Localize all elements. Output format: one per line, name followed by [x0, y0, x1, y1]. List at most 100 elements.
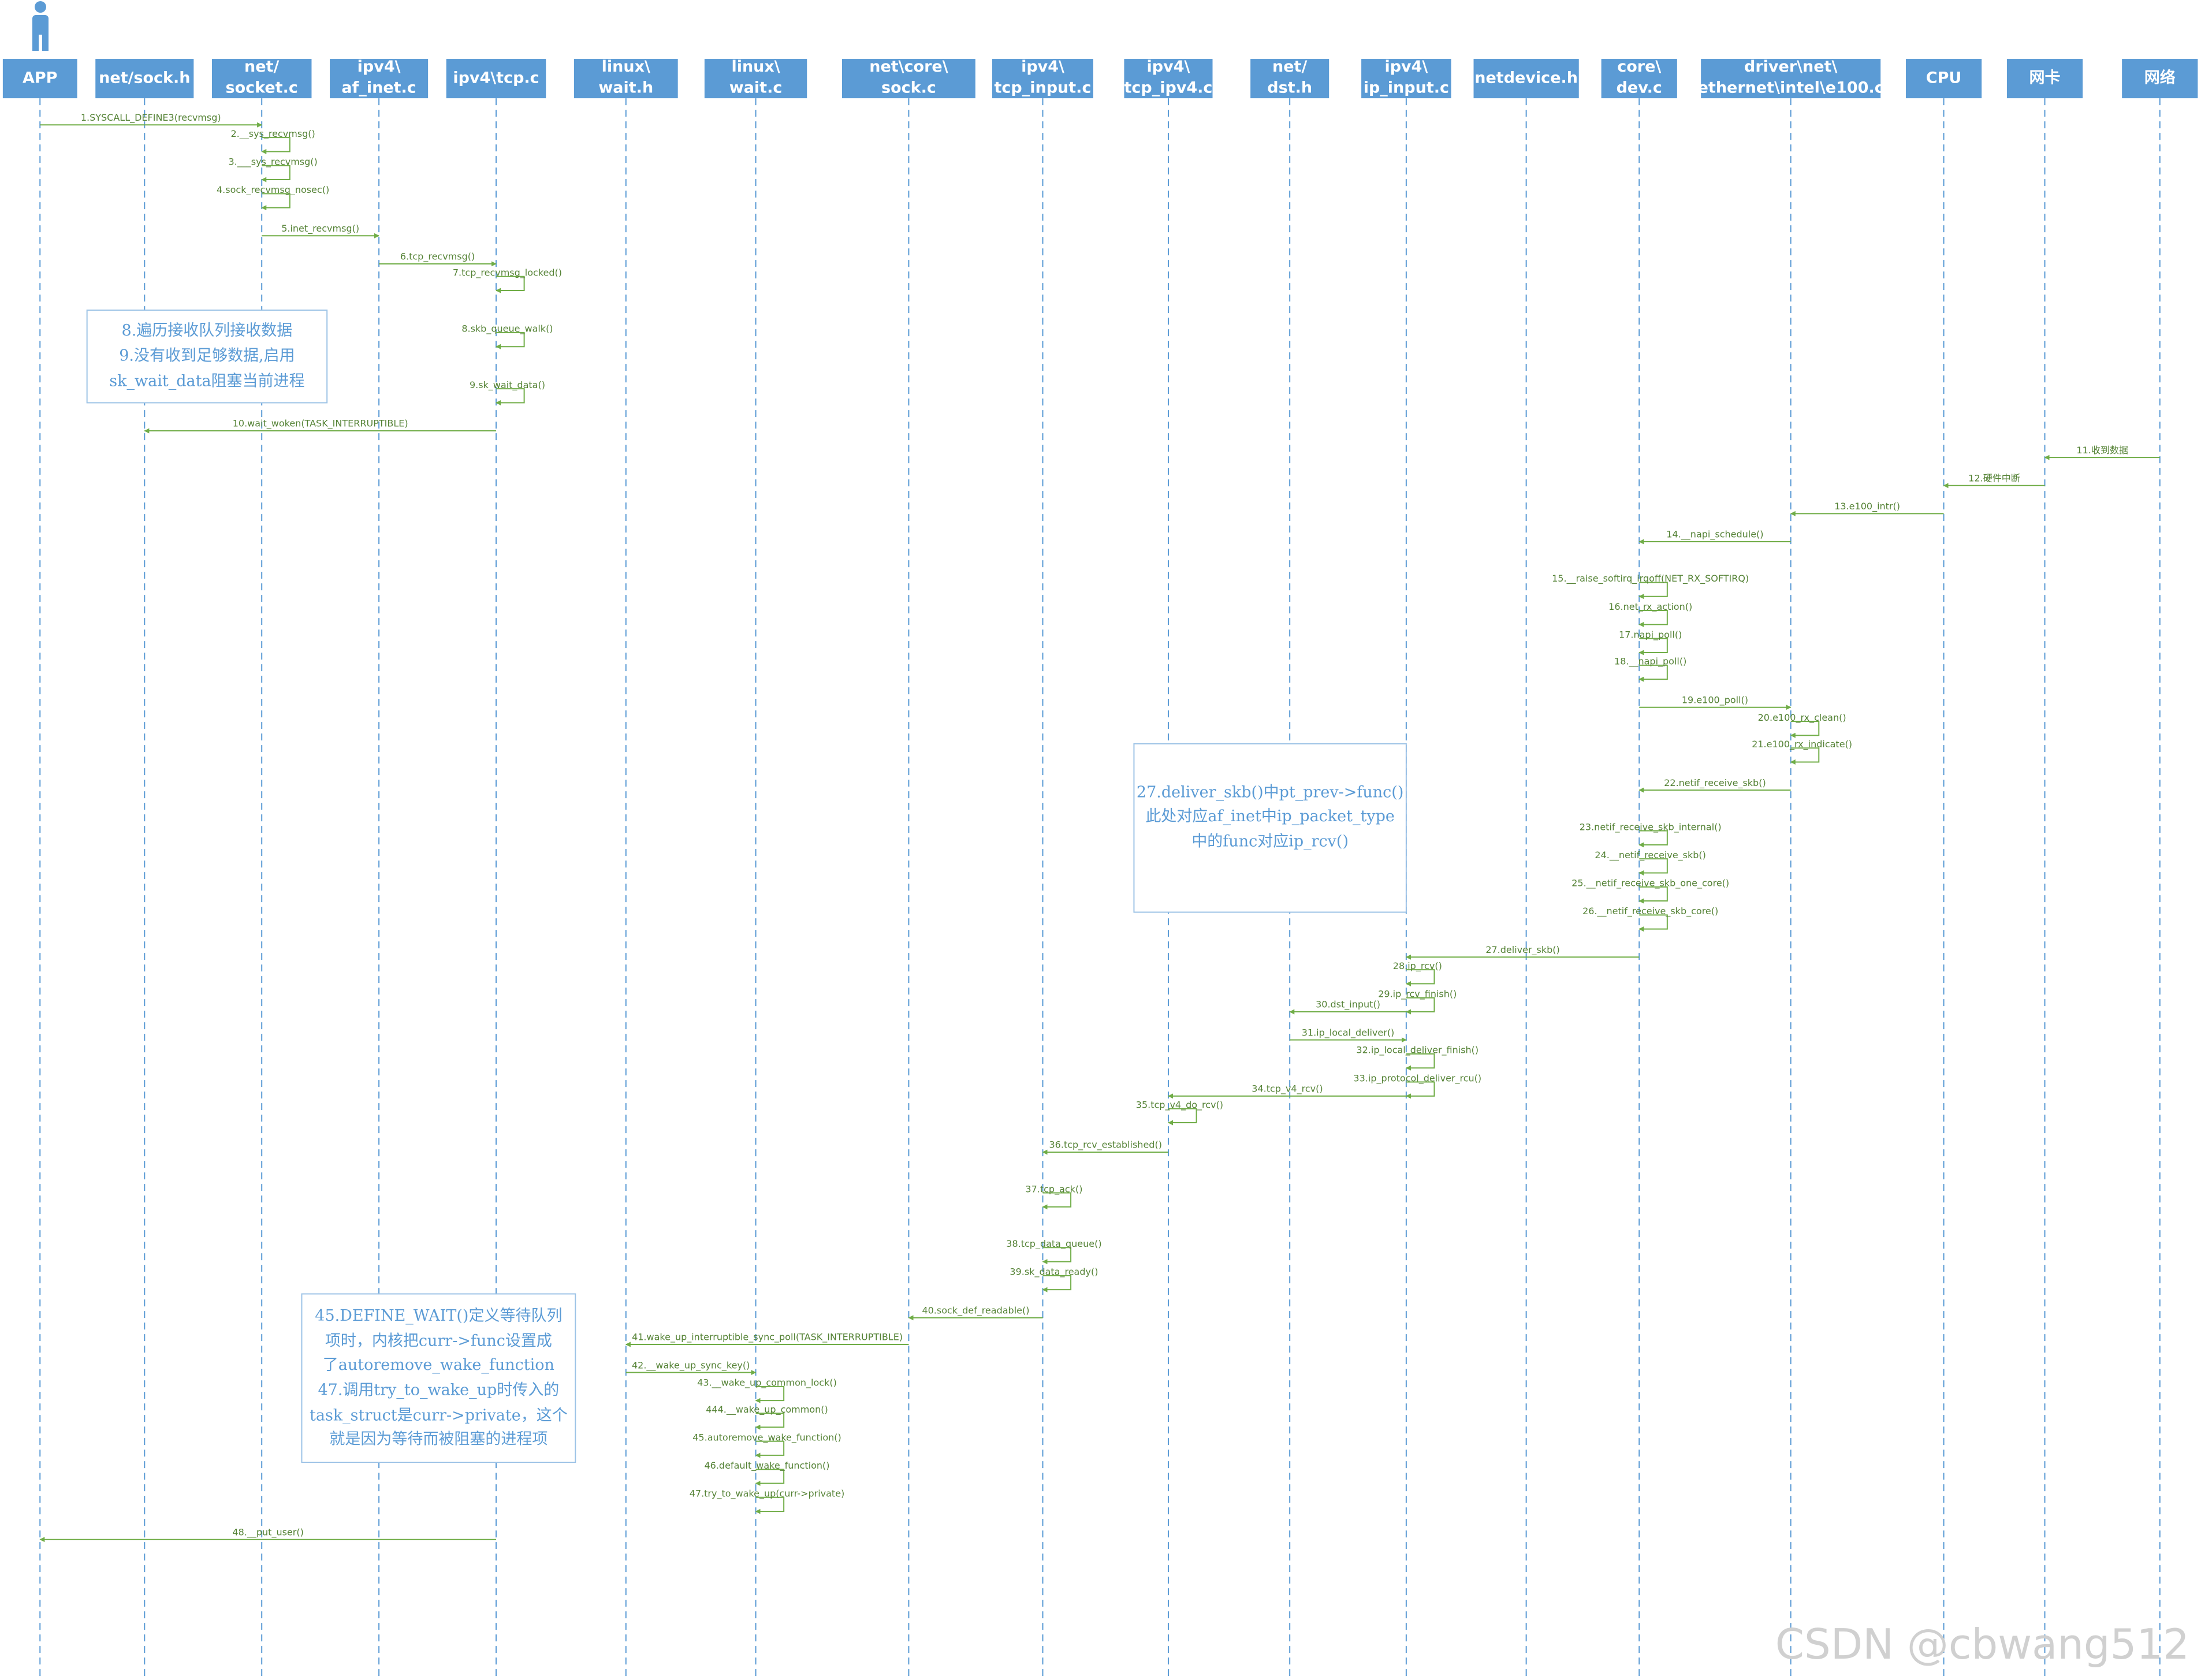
- message-label: 48.__put_user(): [232, 1526, 303, 1538]
- lane-label: net/: [244, 58, 279, 76]
- lane-label: APP: [23, 69, 57, 87]
- message-label: 39.sk_data_ready(): [1010, 1266, 1098, 1278]
- lane-header-app: APP: [2, 59, 77, 99]
- message-16: 16.net_rx_action(): [1608, 601, 1692, 627]
- lane-label: net/sock.h: [99, 69, 190, 87]
- message-arrow: [1790, 721, 1820, 738]
- message-45: 45.autoremove_wake_function(): [692, 1432, 841, 1458]
- watermark: CSDN @cbwang512: [1775, 1620, 2189, 1668]
- note-line: 了autoremove_wake_function: [323, 1356, 554, 1374]
- message-label: 12.硬件中断: [1968, 472, 2020, 483]
- message-label: 9.sk_wait_data(): [470, 379, 545, 391]
- note-line: 47.调用try_to_wake_up时传入的: [318, 1381, 559, 1399]
- message-23: 23.netif_receive_skb_internal(): [1580, 821, 1722, 848]
- message-label: 45.autoremove_wake_function(): [692, 1432, 841, 1443]
- message-label: 42.__wake_up_sync_key(): [632, 1359, 750, 1371]
- message-46: 46.default_wake_function(): [704, 1460, 830, 1487]
- lane-header-e100: driver\net\ethernet\intel\e100.c: [1698, 58, 1884, 99]
- notes: 8.遍历接收队列接收数据9.没有收到足够数据,启用sk_wait_data阻塞当…: [86, 310, 1407, 1463]
- message-label: 41.wake_up_interruptible_sync_poll(TASK_…: [632, 1332, 903, 1343]
- lane-label: af_inet.c: [341, 79, 416, 97]
- note-line: 项时，内核把curr->func设置成: [325, 1332, 552, 1350]
- lane-label: 网卡: [2029, 69, 2061, 87]
- lane-label: ipv4\tcp.c: [453, 69, 539, 87]
- message-label: 27.deliver_skb(): [1485, 944, 1559, 956]
- message-15: 15.__raise_softirq_irqoff(NET_RX_SOFTIRQ…: [1552, 573, 1749, 599]
- message-arrow: [1638, 582, 1668, 599]
- message-label: 3.___sys_recvmsg(): [228, 157, 317, 168]
- message-3: 3.___sys_recvmsg(): [228, 157, 318, 182]
- lane-header-box: [2, 59, 77, 99]
- message-arrow: [1638, 664, 1668, 682]
- lane-label: wait.c: [729, 79, 783, 97]
- lane-label: socket.c: [226, 79, 298, 97]
- note-45-47: 45.DEFINE_WAIT()定义等待队列项时，内核把curr->func设置…: [301, 1293, 576, 1463]
- message-20: 20.e100_rx_clean(): [1758, 712, 1846, 738]
- message-label: 18.__napi_poll(): [1614, 656, 1686, 668]
- message-label: 40.sock_def_readable(): [922, 1305, 1029, 1316]
- message-arrow: [1042, 1192, 1072, 1210]
- lane-header-box: [1361, 59, 1451, 99]
- lane-header-box: [1601, 59, 1677, 99]
- message-arrow: [261, 137, 291, 154]
- message-label: 46.default_wake_function(): [704, 1460, 829, 1472]
- lane-label: linux\: [731, 58, 780, 76]
- message-arrow: [1168, 1108, 1197, 1126]
- lane-header-box: [842, 59, 975, 99]
- lane-label: 网络: [2144, 69, 2176, 87]
- message-arrow: [1405, 969, 1435, 986]
- lane-header-box: [1701, 59, 1881, 99]
- message-5: 5.inet_recvmsg(): [262, 223, 379, 239]
- note-line: 此处对应af_inet中ip_packet_type: [1145, 807, 1394, 825]
- lane-label: wait.h: [598, 79, 653, 97]
- message-29: 29.ip_rcv_finish(): [1378, 989, 1457, 1015]
- message-42: 42.__wake_up_sync_key(): [625, 1359, 757, 1376]
- message-label: 25.__netif_receive_skb_one_core(): [1571, 878, 1729, 889]
- message-13: 13.e100_intr(): [1790, 501, 1944, 516]
- message-label: 2.__sys_recvmsg(): [230, 128, 315, 140]
- message-label: 13.e100_intr(): [1834, 501, 1900, 512]
- message-2: 2.__sys_recvmsg(): [230, 128, 315, 154]
- lane-header-cpu: CPU: [1905, 59, 1982, 99]
- lane-label: dev.c: [1617, 79, 1662, 97]
- lane-label: ipv4\: [357, 58, 401, 76]
- message-label: 19.e100_poll(): [1682, 694, 1748, 706]
- lane-header-socket-c: net/socket.c: [211, 58, 312, 99]
- lane-header-dev-c: core\dev.c: [1601, 58, 1677, 99]
- lane-header-box: [446, 59, 546, 99]
- lane-header-core-sock: net\core\sock.c: [842, 58, 975, 99]
- message-34: 34.tcp_v4_rcv(): [1168, 1083, 1406, 1099]
- message-label: 17.napi_poll(): [1619, 629, 1682, 640]
- message-label: 37.tcp_ack(): [1025, 1183, 1082, 1195]
- message-label: 4.sock_recvmsg_nosec(): [217, 184, 329, 196]
- message-label: 35.tcp_v4_do_rcv(): [1136, 1099, 1223, 1111]
- message-label: 7.tcp_recvmsg_locked(): [453, 267, 562, 278]
- message-arrow: [1638, 886, 1668, 904]
- message-18: 18.__napi_poll(): [1614, 656, 1686, 682]
- message-44: 444.__wake_up_common(): [706, 1404, 828, 1430]
- note-box: [1133, 743, 1407, 913]
- lane-header-box: [1473, 59, 1579, 99]
- message-14: 14.__napi_schedule(): [1638, 529, 1791, 545]
- message-21: 21.e100_rx_indicate(): [1752, 739, 1852, 765]
- note-line: 45.DEFINE_WAIT()定义等待队列: [315, 1307, 562, 1325]
- message-arrow: [1405, 997, 1435, 1015]
- lane-label: ip_input.c: [1364, 79, 1449, 97]
- lane-header-dst-h: net/dst.h: [1250, 58, 1329, 99]
- message-label: 43.__wake_up_common_lock(): [697, 1377, 837, 1389]
- message-label: 21.e100_rx_indicate(): [1752, 739, 1852, 750]
- message-label: 32.ip_local_deliver_finish(): [1356, 1045, 1478, 1056]
- lane-label: netdevice.h: [1474, 69, 1578, 87]
- lane-header-box: [992, 59, 1093, 99]
- person-icon: [32, 1, 49, 51]
- message-label: 22.netif_receive_skb(): [1664, 777, 1766, 789]
- message-arrow: [261, 165, 291, 182]
- lane-header-wait-h: linux\wait.h: [573, 58, 678, 99]
- note-8-9: 8.遍历接收队列接收数据9.没有收到足够数据,启用sk_wait_data阻塞当…: [86, 310, 328, 404]
- note-line: sk_wait_data阻塞当前进程: [109, 372, 304, 390]
- lane-label: tcp_input.c: [995, 79, 1092, 97]
- lane-label: CPU: [1926, 69, 1962, 87]
- lane-header-box: [95, 59, 194, 99]
- message-37: 37.tcp_ack(): [1025, 1183, 1082, 1210]
- lanes: APP net/sock.h net/socket.c ipv4\ af_inet.c i…: [2, 58, 2198, 1679]
